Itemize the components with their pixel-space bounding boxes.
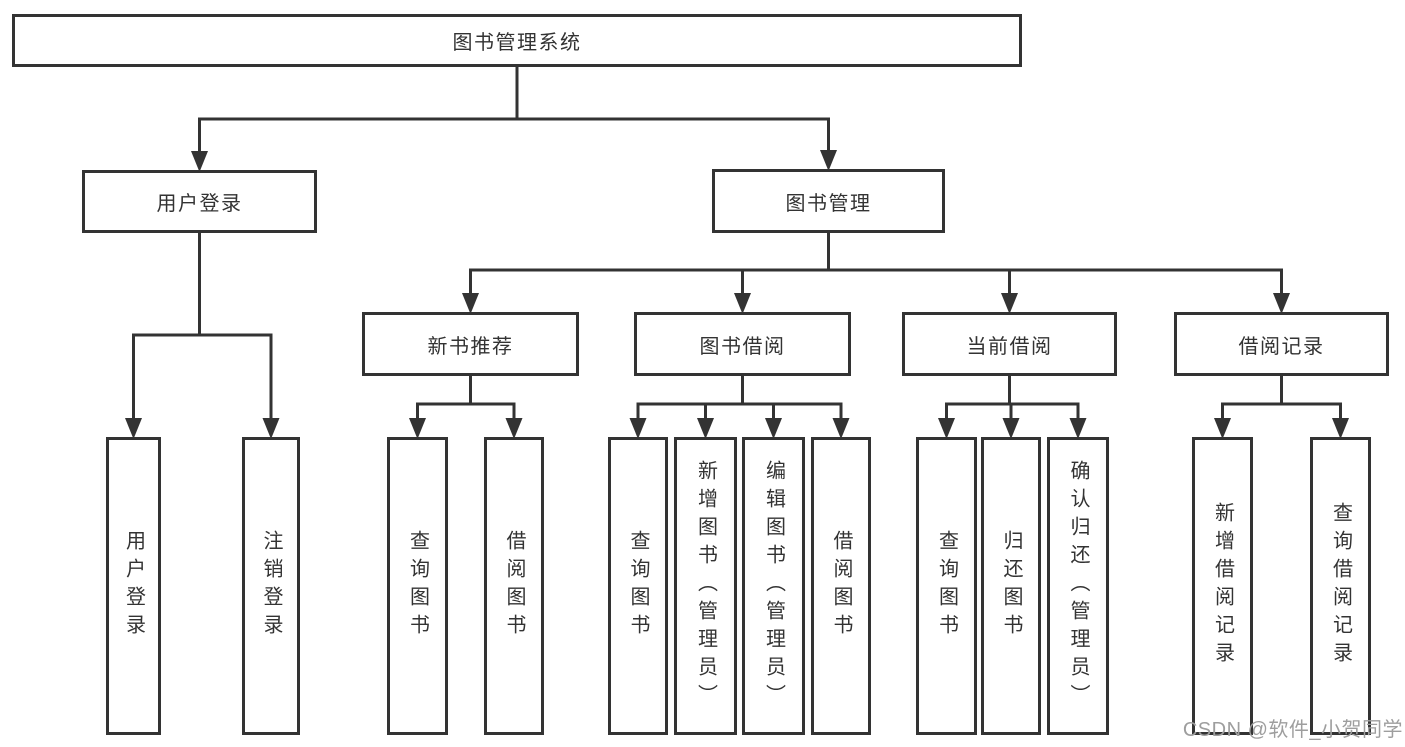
node-user-login-module: 用户登录 (82, 170, 317, 233)
arrowhead-icon (1001, 293, 1018, 314)
node-leaf-add-record: 新增借阅记录 (1192, 437, 1253, 735)
arrowhead-icon (629, 418, 647, 439)
arrowhead-icon (409, 418, 426, 439)
arrowhead-icon (820, 150, 837, 171)
arrowhead-icon (697, 418, 714, 439)
node-label: 归还图书 (1000, 530, 1022, 642)
node-leaf-edit-book: 编辑图书（管理员） (742, 437, 805, 735)
node-label: 确认归还（管理员） (1067, 460, 1089, 712)
node-label: 借阅图书 (503, 530, 525, 642)
node-leaf-user-login: 用户登录 (106, 437, 161, 735)
node-leaf-borrow-book-2: 借阅图书 (811, 437, 871, 735)
node-label: 编辑图书（管理员） (762, 460, 785, 712)
arrowhead-icon (505, 418, 523, 439)
arrowhead-icon (1069, 418, 1087, 439)
node-label: 用户登录 (122, 530, 145, 642)
node-label: 注销登录 (260, 530, 282, 642)
arrowhead-icon (832, 418, 850, 439)
node-label: 查询图书 (935, 530, 958, 642)
arrowhead-icon (262, 418, 280, 439)
node-label: 借阅图书 (830, 530, 852, 642)
node-new-book-recommend: 新书推荐 (362, 312, 579, 376)
arrowhead-icon (765, 418, 782, 439)
node-label: 图书借阅 (699, 335, 786, 358)
node-label: 新增图书（管理员） (694, 460, 717, 712)
node-label: 图书管理 (785, 192, 872, 215)
node-leaf-logout: 注销登录 (242, 437, 300, 735)
node-current-borrowing: 当前借阅 (902, 312, 1117, 376)
node-leaf-query-book-2: 查询图书 (608, 437, 668, 735)
arrowhead-icon (938, 418, 955, 439)
node-label: 当前借阅 (966, 335, 1053, 358)
watermark: CSDN @软件_小贺同学 (1182, 719, 1403, 741)
arrowhead-icon (125, 418, 142, 439)
arrowhead-icon (1273, 293, 1290, 314)
node-book-management: 图书管理 (712, 169, 945, 233)
node-label: 图书管理系统 (452, 32, 582, 54)
node-label: 查询图书 (406, 530, 429, 642)
node-leaf-query-book-3: 查询图书 (916, 437, 977, 735)
arrowhead-icon (462, 293, 479, 314)
node-label: 查询借阅记录 (1329, 502, 1352, 670)
arrowhead-icon (1214, 418, 1231, 439)
node-book-borrowing: 图书借阅 (634, 312, 851, 376)
arrowhead-icon (1002, 418, 1020, 439)
node-leaf-return-book: 归还图书 (981, 437, 1041, 735)
node-label: 用户登录 (156, 193, 243, 215)
node-leaf-borrow-book-1: 借阅图书 (484, 437, 544, 735)
node-label: 查询图书 (627, 530, 649, 642)
arrowhead-icon (734, 293, 751, 314)
arrowhead-icon (191, 151, 208, 172)
arrowhead-icon (1332, 418, 1349, 439)
node-leaf-confirm-return: 确认归还（管理员） (1047, 437, 1109, 735)
node-leaf-query-record: 查询借阅记录 (1310, 437, 1371, 735)
node-label: 借阅记录 (1238, 335, 1325, 358)
node-leaf-add-book: 新增图书（管理员） (674, 437, 737, 735)
node-root: 图书管理系统 (12, 14, 1022, 67)
node-label: 新增借阅记录 (1211, 502, 1234, 670)
node-leaf-query-book-1: 查询图书 (387, 437, 448, 735)
node-borrowing-records: 借阅记录 (1174, 312, 1389, 376)
node-label: 新书推荐 (427, 335, 514, 358)
